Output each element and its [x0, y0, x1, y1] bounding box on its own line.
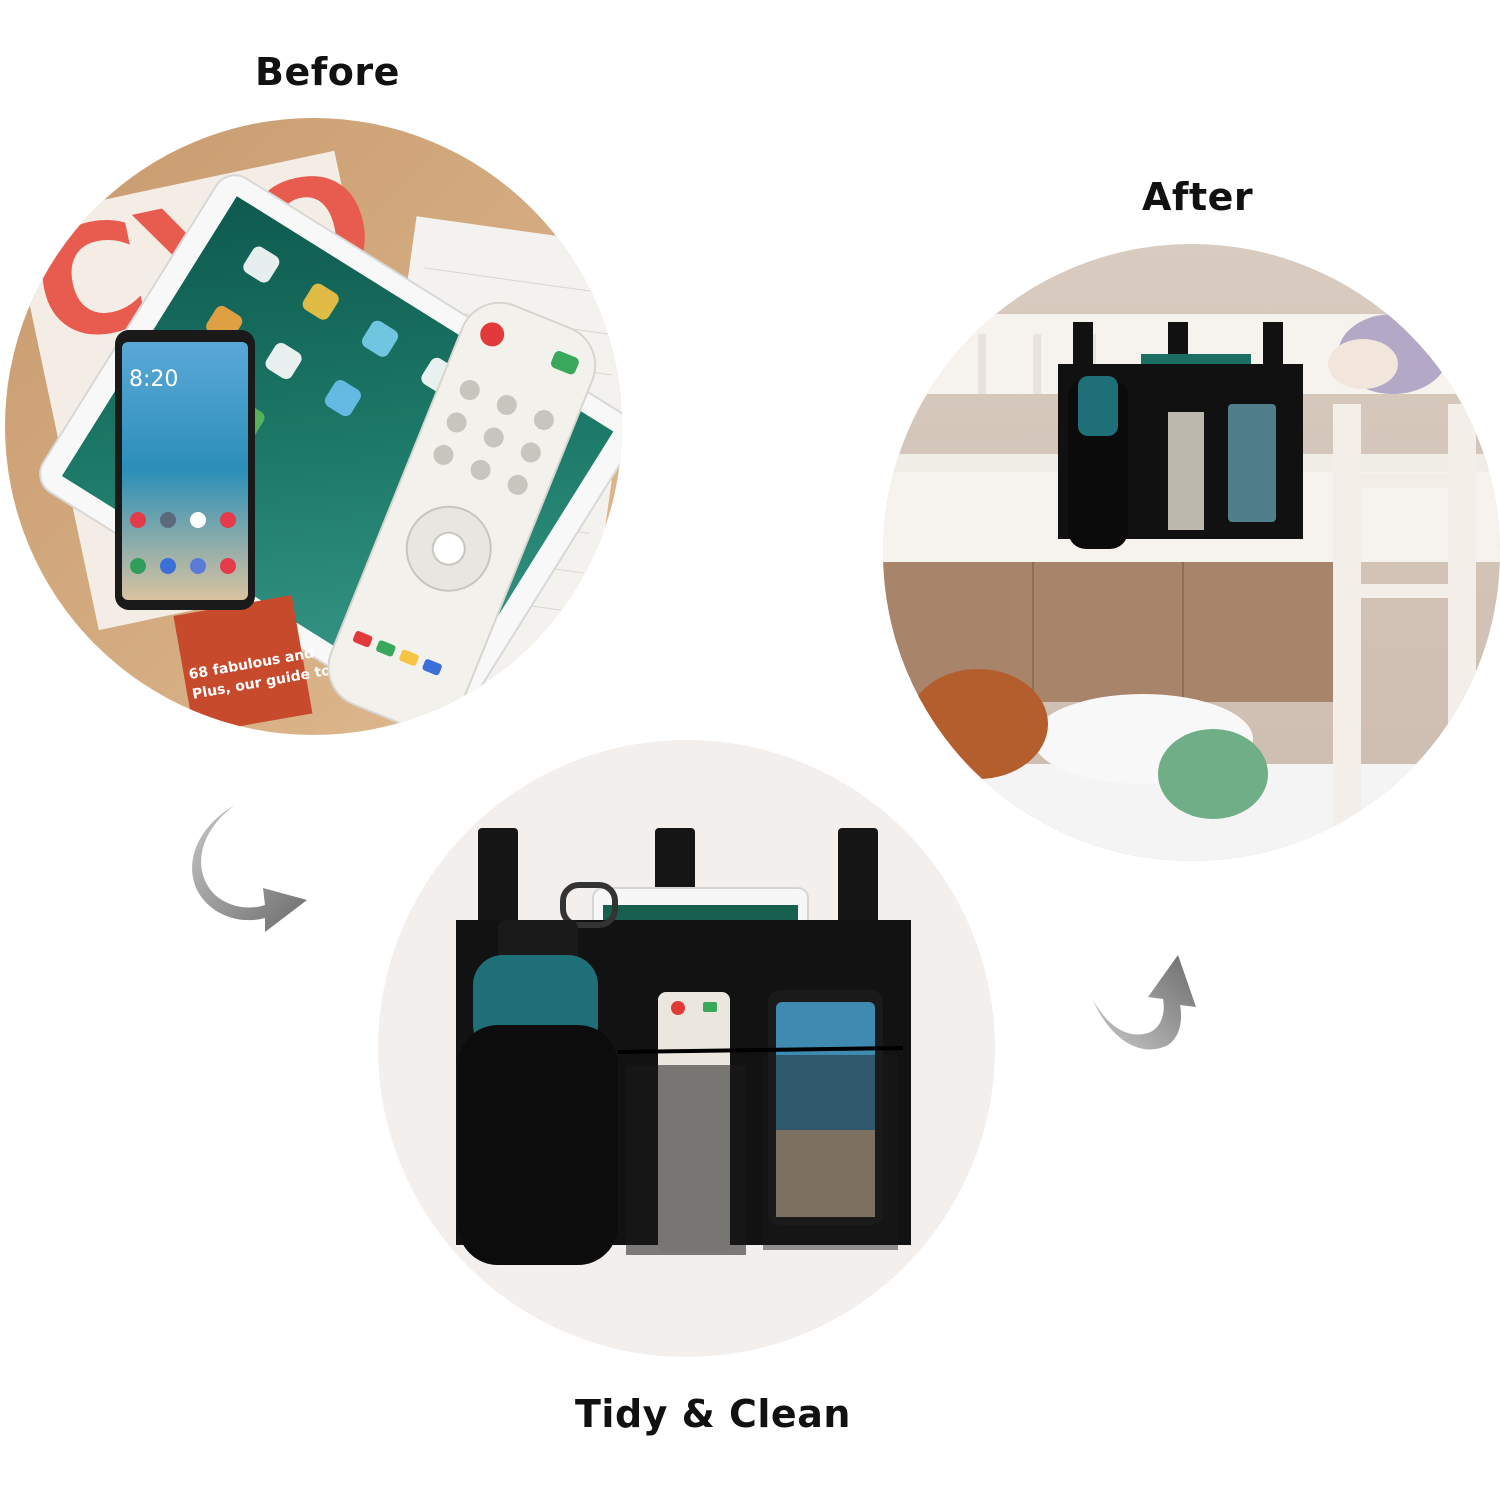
after-photo — [883, 244, 1500, 861]
curved-arrow-icon — [185, 800, 315, 940]
before-label: Before — [255, 50, 400, 94]
before-photo: CYO — [5, 118, 622, 735]
svg-text:8:20: 8:20 — [129, 367, 178, 392]
curved-arrow-icon — [1088, 945, 1218, 1075]
tidy-clean-label: Tidy & Clean — [575, 1392, 851, 1436]
tidy-photo — [378, 740, 995, 1357]
after-label: After — [1142, 175, 1254, 219]
